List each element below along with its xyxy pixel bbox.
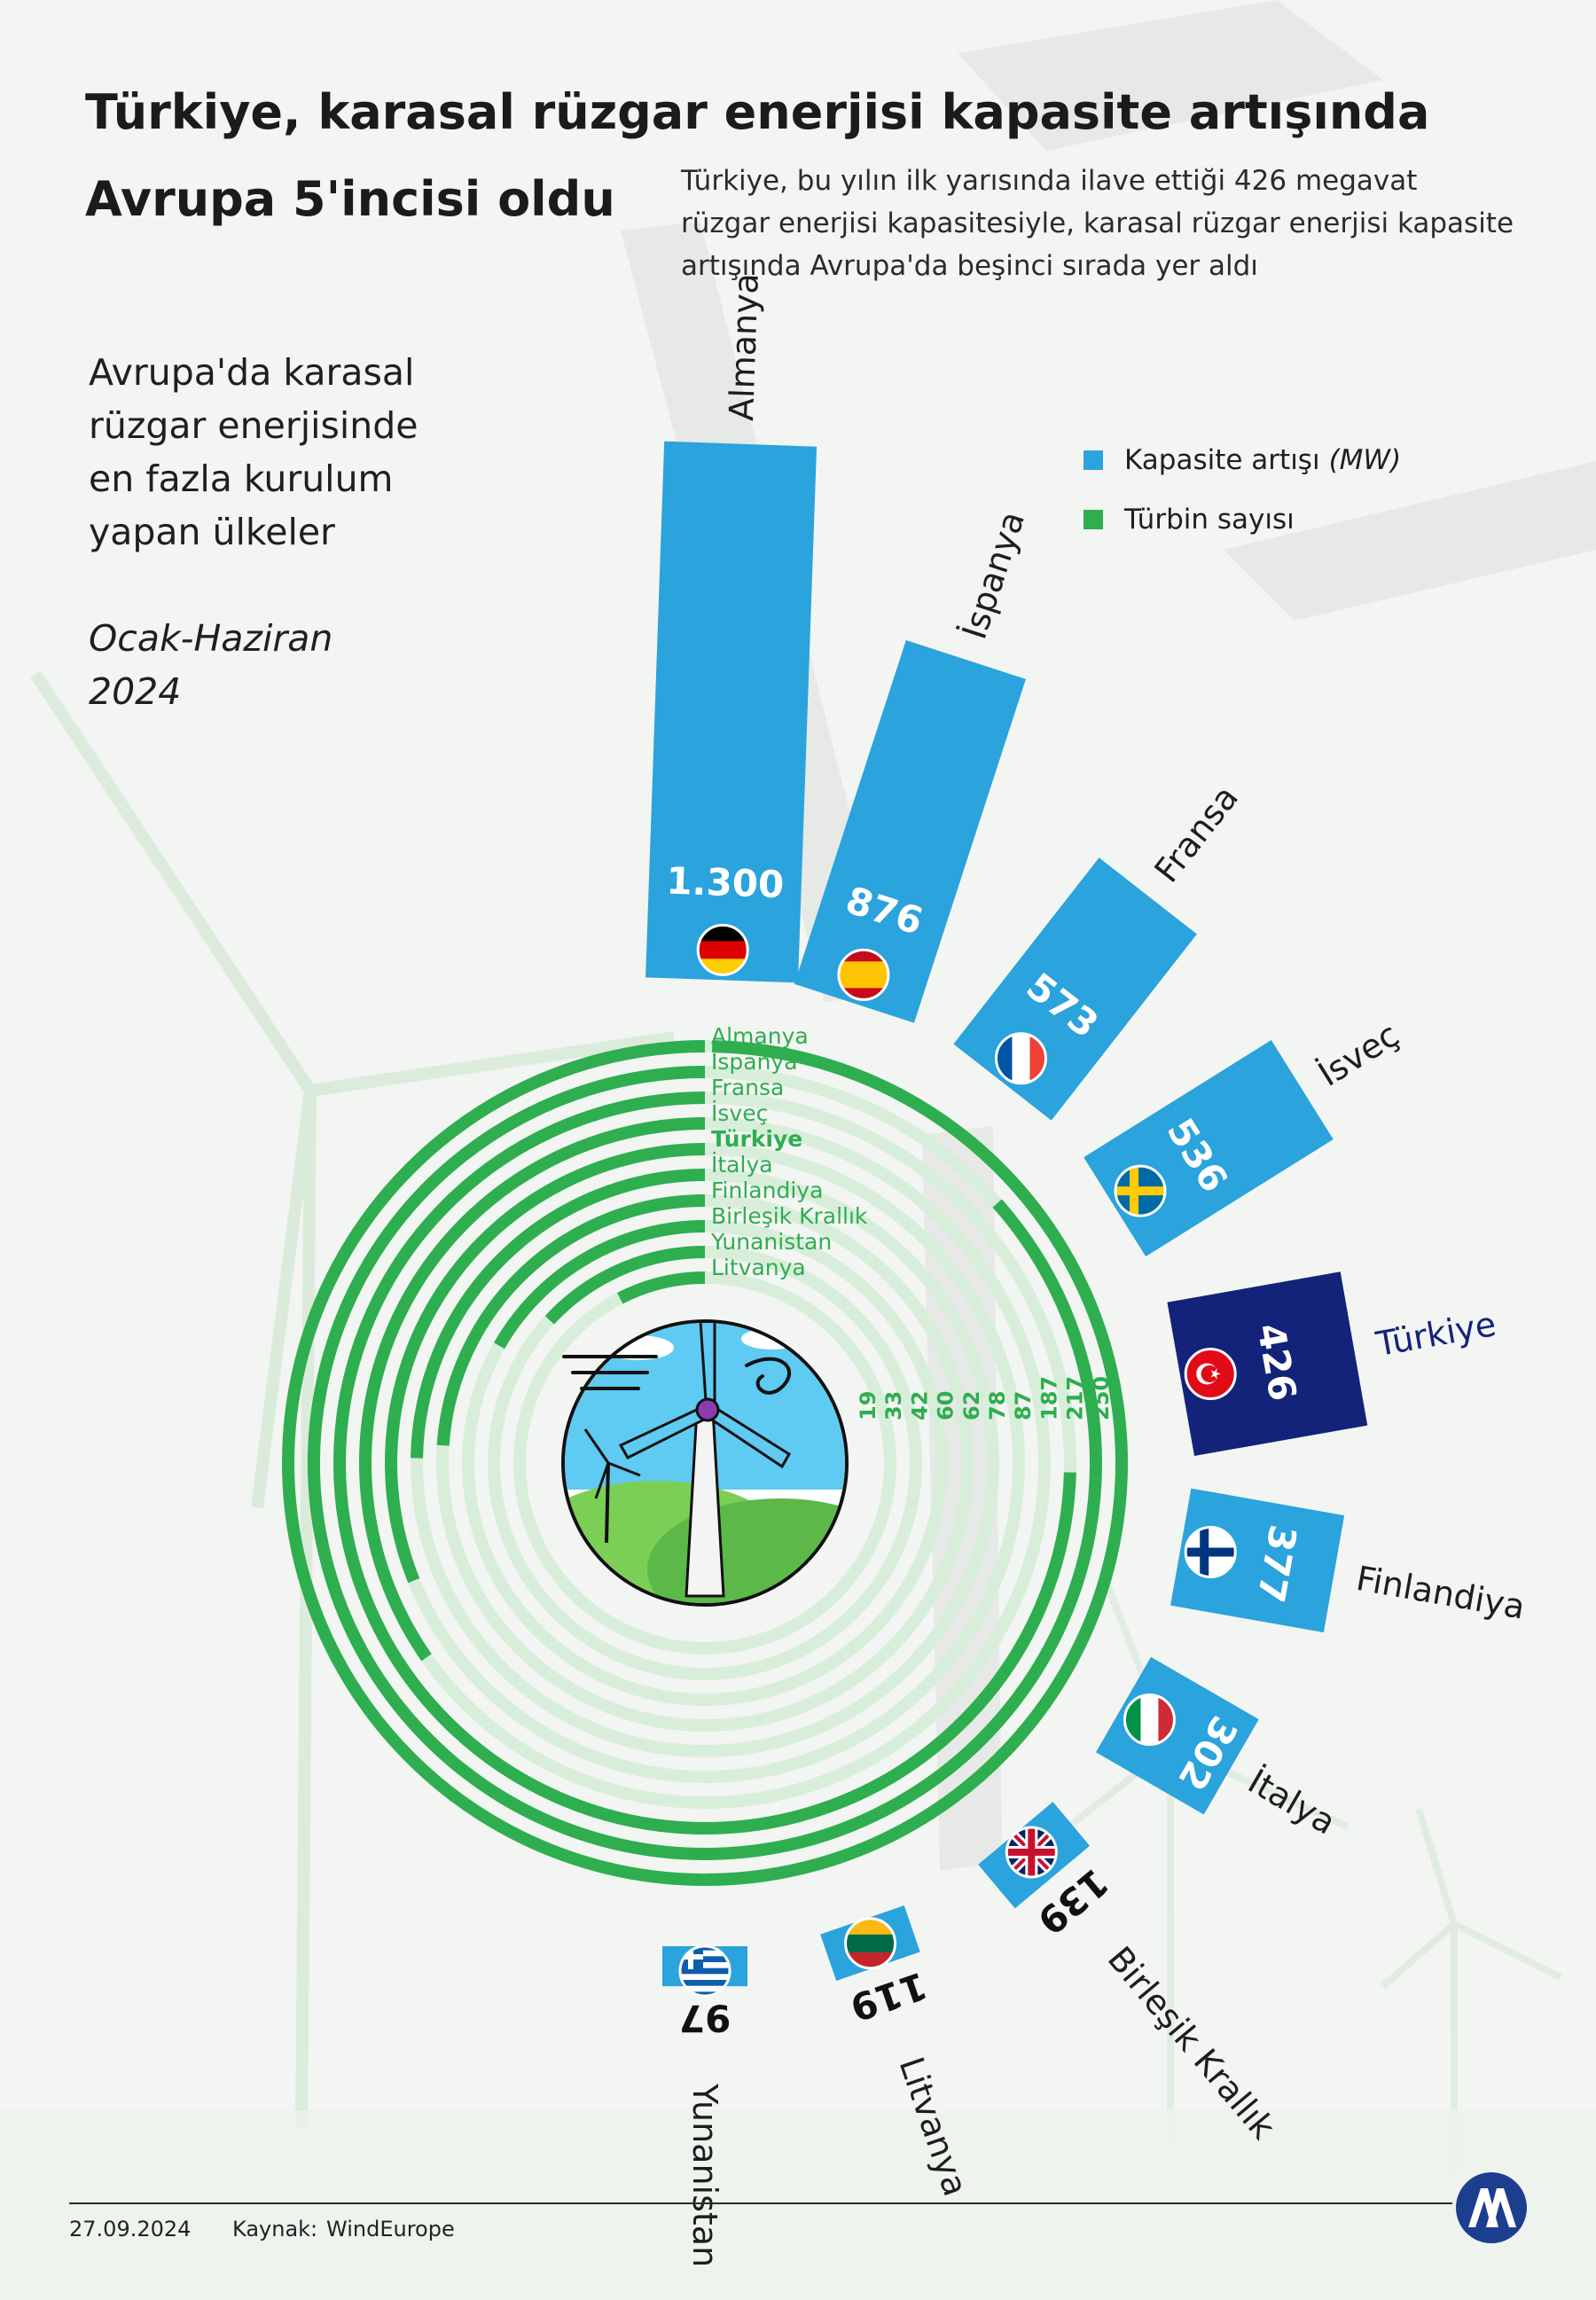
- country-label-almanya: Almanya: [722, 272, 766, 421]
- flag-turkey-icon: [1184, 1347, 1237, 1400]
- turbine-ring-label-italya: İtalya: [711, 1152, 773, 1177]
- country-label-yunanistan: Yunanistan: [685, 2083, 724, 2267]
- turbine-value-label: 250: [1089, 1376, 1114, 1420]
- flag-finland-icon: [1184, 1526, 1237, 1579]
- turbine-value-label: 62: [959, 1391, 984, 1420]
- turbine-ring-label-ispanya: İspanya: [711, 1049, 798, 1075]
- footer-source: WindEurope: [326, 2217, 455, 2241]
- turbine-value-label: 217: [1063, 1376, 1088, 1420]
- capacity-bar-turkiye: [1167, 1271, 1368, 1457]
- turbine-arc-birlesik-krallik: [493, 1220, 706, 1349]
- flag-spain-icon: [837, 948, 890, 1001]
- turbine-arc-yunanistan: [544, 1246, 706, 1325]
- footer-date: 27.09.2024: [69, 2217, 192, 2241]
- page-title: Türkiye, karasal rüzgar enerjisi kapasit…: [85, 84, 1430, 227]
- turbine-arc-almanya: [282, 1040, 1129, 1886]
- country-label-isvec: İsveç: [1311, 1015, 1405, 1094]
- turbine-arc-turkiye: [385, 1143, 706, 1584]
- country-label-birlesik-krallik: Birleşik Krallık: [1100, 1939, 1283, 2147]
- legend-swatch-turbines: [1084, 510, 1103, 529]
- turbine-ring-label-litvanya: Litvanya: [711, 1255, 806, 1280]
- turbine-arc-isvec: [359, 1117, 706, 1662]
- legend: Kapasite artışı (MW) Türbin sayısı: [1084, 440, 1401, 559]
- flag-france-icon: [994, 1032, 1047, 1085]
- legend-item-capacity: Kapasite artışı (MW): [1084, 440, 1401, 481]
- turbine-arc-finlandiya: [436, 1194, 706, 1446]
- page-subtitle: Türkiye, bu yılın ilk yarısında ilave et…: [681, 165, 1514, 282]
- country-label-ispanya: İspanya: [955, 506, 1033, 644]
- country-label-turkiye: Türkiye: [1373, 1304, 1499, 1364]
- turbine-value-label: 19: [856, 1391, 880, 1420]
- turbine-arc-fransa: [333, 1091, 1076, 1835]
- flag-sweden-icon: [1114, 1164, 1167, 1217]
- turbine-value-label: 78: [985, 1391, 1010, 1420]
- turbine-value-label: 42: [907, 1391, 932, 1420]
- flag-lithuania-icon: [844, 1917, 897, 1970]
- footer-rule: [69, 2202, 1452, 2204]
- aa-logo-icon: [1456, 2172, 1527, 2243]
- aa-logo: AA: [1277, 2171, 1529, 2249]
- footer-source-label: Kaynak:: [232, 2217, 318, 2241]
- turbine-value-label: 187: [1037, 1376, 1061, 1420]
- legend-swatch-capacity: [1084, 450, 1103, 470]
- turbine-ring-label-almanya: Almanya: [711, 1023, 809, 1049]
- country-label-finlandiya: Finlandiya: [1353, 1559, 1528, 1627]
- turbine-arc-italya: [411, 1169, 706, 1459]
- turbine-value-label: 87: [1011, 1391, 1036, 1420]
- side-period: Ocak-Haziran 2024: [89, 617, 333, 713]
- turbine-ring-label-finlandiya: Finlandiya: [711, 1177, 823, 1203]
- turbine-ring-label-isvec: İsveç: [711, 1100, 768, 1126]
- capacity-bar-ispanya: [794, 640, 1026, 1023]
- legend-unit-capacity: (MW): [1328, 444, 1402, 476]
- turbine-value-label: 60: [934, 1391, 958, 1420]
- capacity-value-yunanistan: 97: [679, 1997, 731, 2040]
- capacity-bar-italya: [1095, 1656, 1259, 1815]
- flag-uk-icon: [1005, 1826, 1058, 1879]
- legend-item-turbines: Türbin sayısı: [1084, 499, 1401, 540]
- flag-greece-icon: [678, 1944, 732, 1998]
- turbine-ring-label-turkiye: Türkiye: [711, 1126, 802, 1152]
- legend-label-capacity: Kapasite artışı: [1124, 444, 1320, 476]
- turbine-value-label: 33: [881, 1391, 906, 1420]
- country-label-italya: İtalya: [1241, 1762, 1342, 1842]
- capacity-value-almanya: 1.300: [666, 859, 785, 907]
- country-label-litvanya: Litvanya: [891, 2053, 974, 2202]
- turbine-arc-ispanya: [308, 1066, 1102, 1860]
- turbine-ring-label-yunanistan: Yunanistan: [710, 1229, 832, 1255]
- flag-italy-icon: [1123, 1694, 1176, 1746]
- capacity-bar-finlandiya: [1170, 1488, 1345, 1633]
- turbine-ring-label-fransa: Fransa: [711, 1075, 784, 1100]
- side-heading: Avrupa'da karasal rüzgar enerjisinde en …: [89, 351, 419, 553]
- capacity-bar-almanya: [645, 441, 818, 983]
- turbine-arc-litvanya: [616, 1271, 706, 1304]
- flag-germany-icon: [696, 923, 749, 976]
- turbine-ring-label-birlesik-krallik: Birleşik Krallık: [711, 1203, 868, 1229]
- country-label-fransa: Fransa: [1146, 778, 1246, 890]
- legend-label-turbines: Türbin sayısı: [1124, 504, 1295, 536]
- capacity-bar-group-almanya: 1.300 Almanya: [645, 272, 818, 983]
